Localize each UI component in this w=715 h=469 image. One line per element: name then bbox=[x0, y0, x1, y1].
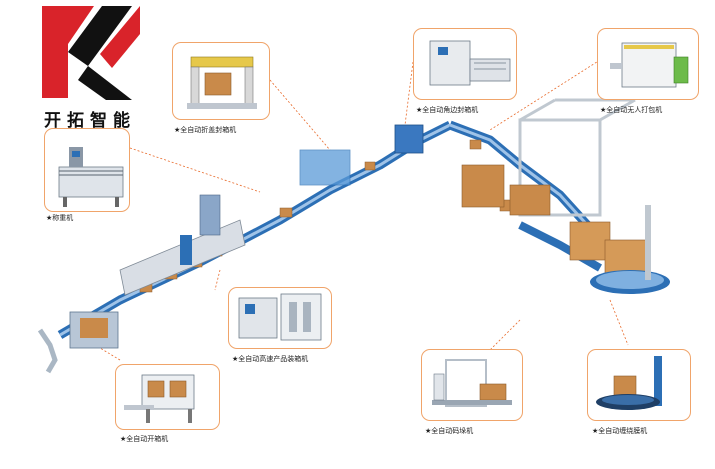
carton-sealer-illustration bbox=[187, 56, 257, 109]
caption-wrapper: ★全自动缠绕膜机 bbox=[592, 427, 648, 435]
case-erector-illustration bbox=[124, 374, 195, 423]
callout-case-packer bbox=[228, 287, 332, 349]
callout-weigher bbox=[44, 128, 130, 212]
strapping-illustration bbox=[610, 42, 689, 88]
callout-case-erector bbox=[115, 364, 220, 430]
caption-case-packer: ★全自动高速产品装箱机 bbox=[232, 355, 309, 363]
palletizer-illustration bbox=[432, 359, 512, 407]
brand-name: 开拓智能 bbox=[44, 111, 136, 131]
caption-palletizer: ★全自动码垛机 bbox=[425, 427, 474, 435]
caption-weigher: ★称重机 bbox=[46, 214, 74, 222]
wrapper-illustration bbox=[596, 356, 662, 410]
caption-carton-sealer: ★全自动折盖封箱机 bbox=[174, 126, 237, 134]
leader-lines bbox=[94, 59, 629, 361]
caption-case-erector: ★全自动开箱机 bbox=[120, 435, 169, 443]
company-logo bbox=[40, 4, 144, 104]
callout-wrapper bbox=[587, 349, 691, 421]
callout-carton-sealer bbox=[172, 42, 270, 120]
line-machines bbox=[69, 98, 670, 349]
case-packer-illustration bbox=[238, 293, 322, 341]
callout-corner-sealer bbox=[413, 28, 517, 100]
corner-sealer-illustration bbox=[429, 40, 511, 86]
weigher-illustration bbox=[58, 147, 124, 207]
callout-palletizer bbox=[421, 349, 523, 421]
logo-mark bbox=[42, 6, 140, 100]
caption-corner-sealer: ★全自动角边封箱机 bbox=[416, 106, 479, 114]
caption-strapping: ★全自动无人打包机 bbox=[600, 106, 663, 114]
callout-strapping bbox=[597, 28, 699, 100]
